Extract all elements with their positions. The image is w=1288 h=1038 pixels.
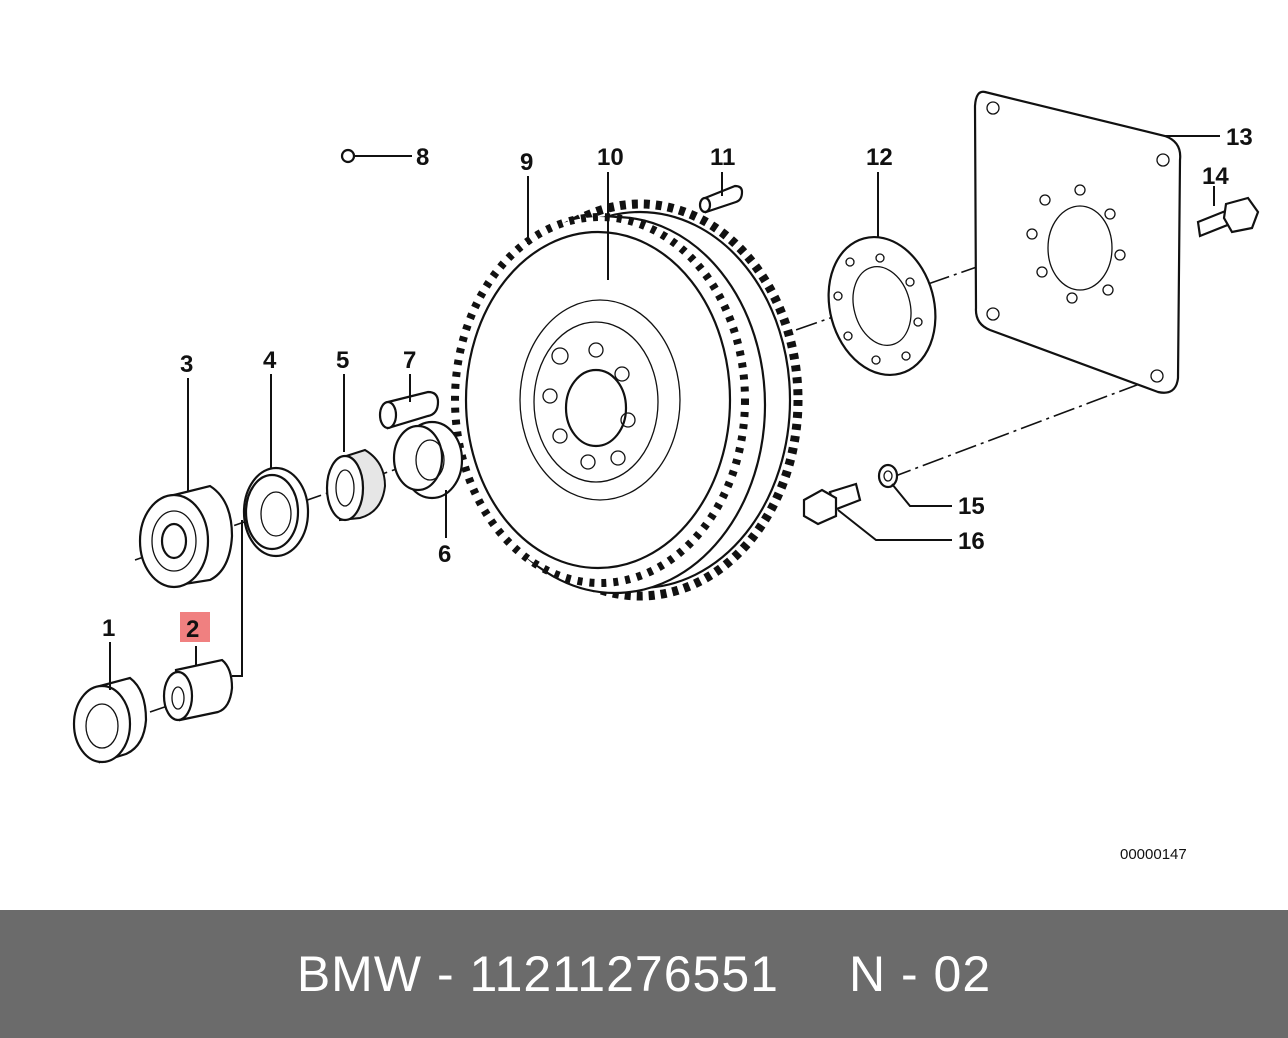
parts-diagram: 1 2 3 4 5 6 7 8 9 10 11 12 13 14 15 16 [72,90,1260,764]
label-14: 14 [1202,163,1229,190]
part-number-banner: BMW - 11211276551 N - 02 [0,910,1288,1038]
part-14-bolt [1196,196,1260,238]
label-10: 10 [597,144,624,171]
part-11-dowel [698,184,744,214]
part-12-ring [827,235,937,377]
part-2-bushing [162,658,234,722]
part-4-seal-ring [242,466,310,558]
label-8: 8 [416,144,429,171]
position-separator: - [900,946,919,1002]
part-16-bolt [802,482,862,526]
label-16: 16 [958,528,985,555]
part-8-ball [340,148,356,164]
part-7-sleeve [378,390,440,430]
label-3: 3 [180,351,193,378]
reference-code: 00000147 [1120,846,1187,863]
part-13-plate [973,90,1182,394]
part-15-washer [877,463,899,489]
label-5: 5 [336,347,349,374]
label-6: 6 [438,541,451,568]
brand-name: BMW [296,946,423,1002]
label-9: 9 [520,149,533,176]
position-prefix: N [848,946,887,1002]
label-4: 4 [263,347,277,374]
label-12: 12 [866,144,893,171]
part-3-ball-bearing [138,484,234,589]
part-1-ring [72,676,148,764]
label-1: 1 [102,615,115,642]
label-11: 11 [710,144,735,171]
part-number: 11211276551 [469,946,779,1002]
part-5-needle-bearing [325,448,387,522]
part-10-flywheel [451,199,803,601]
label-2: 2 [186,616,199,643]
highlight-part-2 [180,612,210,642]
label-15: 15 [958,493,985,520]
label-7: 7 [403,347,416,374]
separator: - [436,946,455,1002]
part-6-seal [392,420,464,500]
label-13: 13 [1226,124,1253,151]
position-number: 02 [933,946,992,1002]
